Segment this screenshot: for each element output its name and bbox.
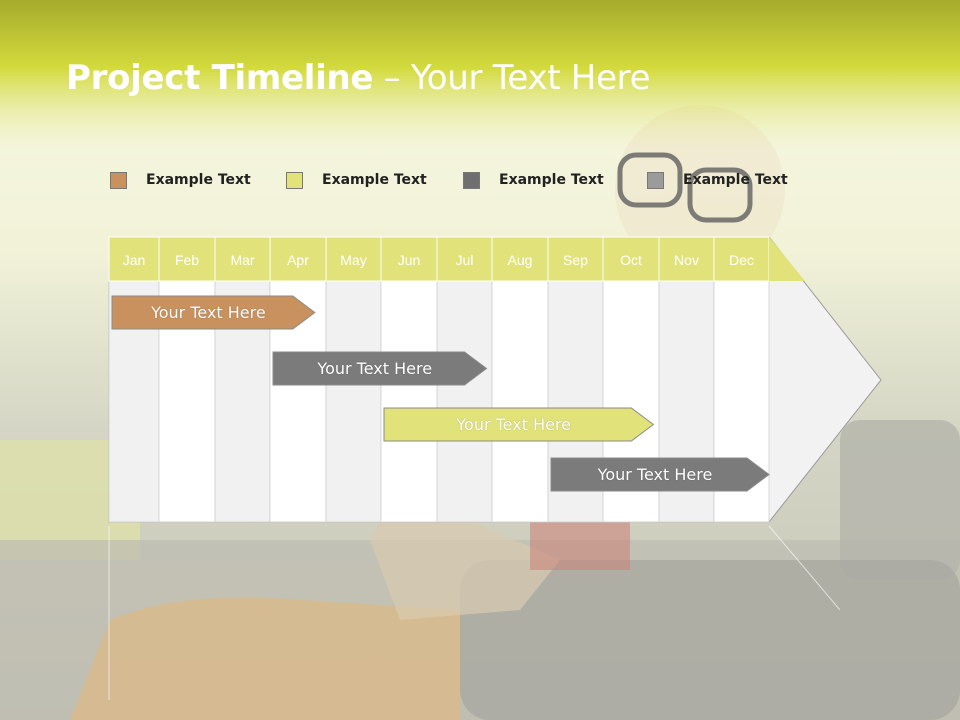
month-label-jul: Jul	[456, 252, 474, 268]
month-label-nov: Nov	[674, 252, 699, 268]
month-column-may	[325, 280, 382, 523]
month-label-dec: Dec	[729, 252, 754, 268]
month-column-aug	[491, 280, 549, 523]
month-label-aug: Aug	[508, 252, 533, 268]
legend-swatch-2	[286, 172, 303, 189]
month-header-cell-jan	[108, 236, 160, 282]
task-label-1: Your Text Here	[151, 303, 266, 322]
legend-swatch-3	[463, 172, 480, 189]
month-label-apr: Apr	[287, 252, 309, 268]
month-header-cell-mar	[214, 236, 271, 282]
month-label-sep: Sep	[563, 252, 588, 268]
legend-label-2: Example Text	[322, 172, 427, 188]
month-header-cell-nov	[658, 236, 715, 282]
legend-label-3: Example Text	[499, 172, 604, 188]
task-label-3: Your Text Here	[456, 415, 572, 434]
legend-label-1: Example Text	[146, 172, 251, 188]
legend-swatch-4	[647, 172, 664, 189]
legend-label-4: Example Text	[683, 172, 788, 188]
month-header-cell-apr	[269, 236, 327, 282]
reflection-line	[768, 525, 841, 611]
month-header-cell-feb	[158, 236, 216, 282]
month-header-tip	[769, 237, 805, 281]
task-arrow-2	[272, 351, 488, 386]
month-label-may: May	[340, 252, 366, 268]
month-header-cell-jun	[380, 236, 438, 282]
month-column-jul	[436, 280, 493, 523]
month-header-cell-sep	[547, 236, 604, 282]
task-label-4: Your Text Here	[597, 465, 713, 484]
title-bold: Project Timeline	[66, 58, 374, 98]
month-column-jun	[380, 280, 438, 523]
month-label-oct: Oct	[620, 252, 642, 268]
task-label-2: Your Text Here	[317, 359, 433, 378]
legend-swatch-1	[110, 172, 127, 189]
page-title: Project Timeline – Your Text Here	[66, 58, 651, 98]
month-header-cell-jul	[436, 236, 493, 282]
month-label-mar: Mar	[230, 252, 254, 268]
month-label-feb: Feb	[175, 252, 199, 268]
task-arrow-4	[550, 457, 770, 492]
month-label-jun: Jun	[398, 252, 421, 268]
month-header-cell-aug	[491, 236, 549, 282]
title-rest: – Your Text Here	[373, 58, 651, 98]
month-header-cell-dec	[713, 236, 770, 282]
task-arrow-1	[111, 295, 316, 330]
month-header-cell-may	[325, 236, 382, 282]
task-arrow-3	[383, 407, 655, 442]
month-label-jan: Jan	[123, 252, 146, 268]
